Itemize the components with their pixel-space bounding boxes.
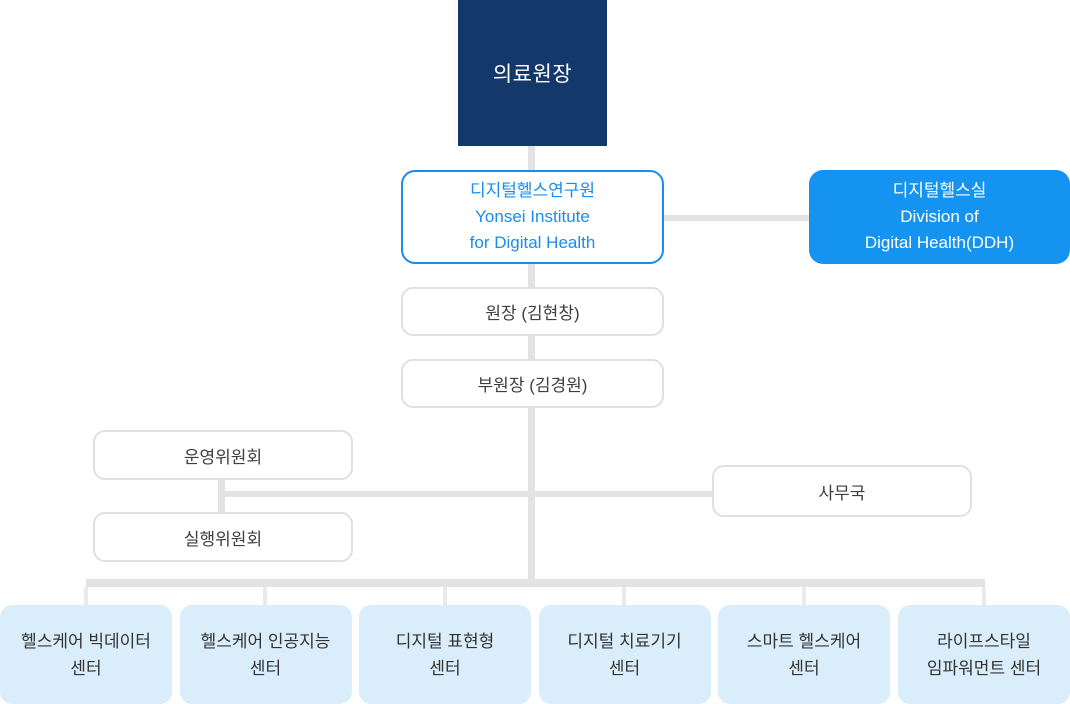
- connector-director-to-vice: [528, 336, 535, 359]
- connector-institute-to-director: [528, 264, 535, 287]
- node-center-digital-therapeutics: 디지털 치료기기 센터: [538, 605, 711, 704]
- connector-stub-center-1: [84, 587, 88, 605]
- connector-stub-center-3: [443, 587, 447, 605]
- node-label-line: 센터: [249, 658, 282, 678]
- node-label: 실행위원회: [183, 529, 263, 549]
- node-label-line: 임파워먼트 센터: [926, 658, 1042, 678]
- connector-root-to-institute: [528, 145, 535, 171]
- node-label-line: 디지털 표현형: [395, 631, 495, 651]
- node-label-line: 디지털헬스실: [892, 181, 987, 200]
- connector-institute-to-division: [664, 215, 809, 221]
- node-label-line: 라이프스타일: [937, 631, 1031, 651]
- node-label-line: 센터: [70, 658, 102, 678]
- node-center-healthcare-bigdata: 헬스케어 빅데이터 센터: [0, 605, 172, 704]
- node-label: 운영위원회: [183, 447, 263, 467]
- node-medical-center-president: 의료원장: [458, 0, 607, 146]
- node-secretariat: 사무국: [712, 465, 972, 517]
- connector-stub-center-5: [802, 587, 806, 605]
- node-label: 원장 (김현창): [485, 304, 580, 323]
- connector-stub-center-2: [263, 587, 267, 605]
- node-label-line: 스마트 헬스케어: [746, 631, 862, 651]
- node-label-line: Yonsei Institute: [475, 207, 590, 226]
- node-label-line: 디지털 치료기기: [567, 631, 682, 651]
- node-label-line: for Digital Health: [469, 233, 596, 252]
- connector-committees-to-secretariat: [221, 491, 712, 497]
- node-label: 의료원장: [492, 63, 573, 86]
- node-label-line: Digital Health(DDH): [864, 233, 1015, 252]
- node-center-digital-phenotype: 디지털 표현형 센터: [359, 605, 531, 704]
- node-center-lifestyle-empowerment: 라이프스타일 임파워먼트 센터: [898, 605, 1070, 704]
- node-label-line: Division of: [900, 207, 979, 226]
- node-center-healthcare-ai: 헬스케어 인공지능 센터: [179, 605, 352, 704]
- node-label-line: 디지털헬스연구원: [469, 181, 596, 200]
- node-label: 사무국: [818, 483, 866, 503]
- node-label-line: 센터: [788, 658, 820, 678]
- node-center-smart-healthcare: 스마트 헬스케어 센터: [718, 605, 890, 704]
- node-vice-director: 부원장 (김경원): [401, 359, 664, 408]
- connector-stub-center-4: [622, 587, 626, 605]
- node-digital-health-institute: 디지털헬스연구원 Yonsei Institute for Digital He…: [401, 170, 664, 264]
- node-label-line: 센터: [608, 658, 641, 678]
- node-executive-committee: 실행위원회: [93, 512, 353, 562]
- node-label-line: 센터: [429, 658, 461, 678]
- node-label-line: 헬스케어 빅데이터: [21, 631, 151, 651]
- node-label: 부원장 (김경원): [477, 376, 588, 395]
- node-steering-committee: 운영위원회: [93, 430, 353, 480]
- node-division-of-digital-health: 디지털헬스실 Division of Digital Health(DDH): [809, 170, 1070, 264]
- connector-bottom-bar: [86, 579, 985, 587]
- node-label-line: 헬스케어 인공지능: [200, 631, 331, 651]
- node-director: 원장 (김현창): [401, 287, 664, 336]
- connector-stub-center-6: [982, 587, 986, 605]
